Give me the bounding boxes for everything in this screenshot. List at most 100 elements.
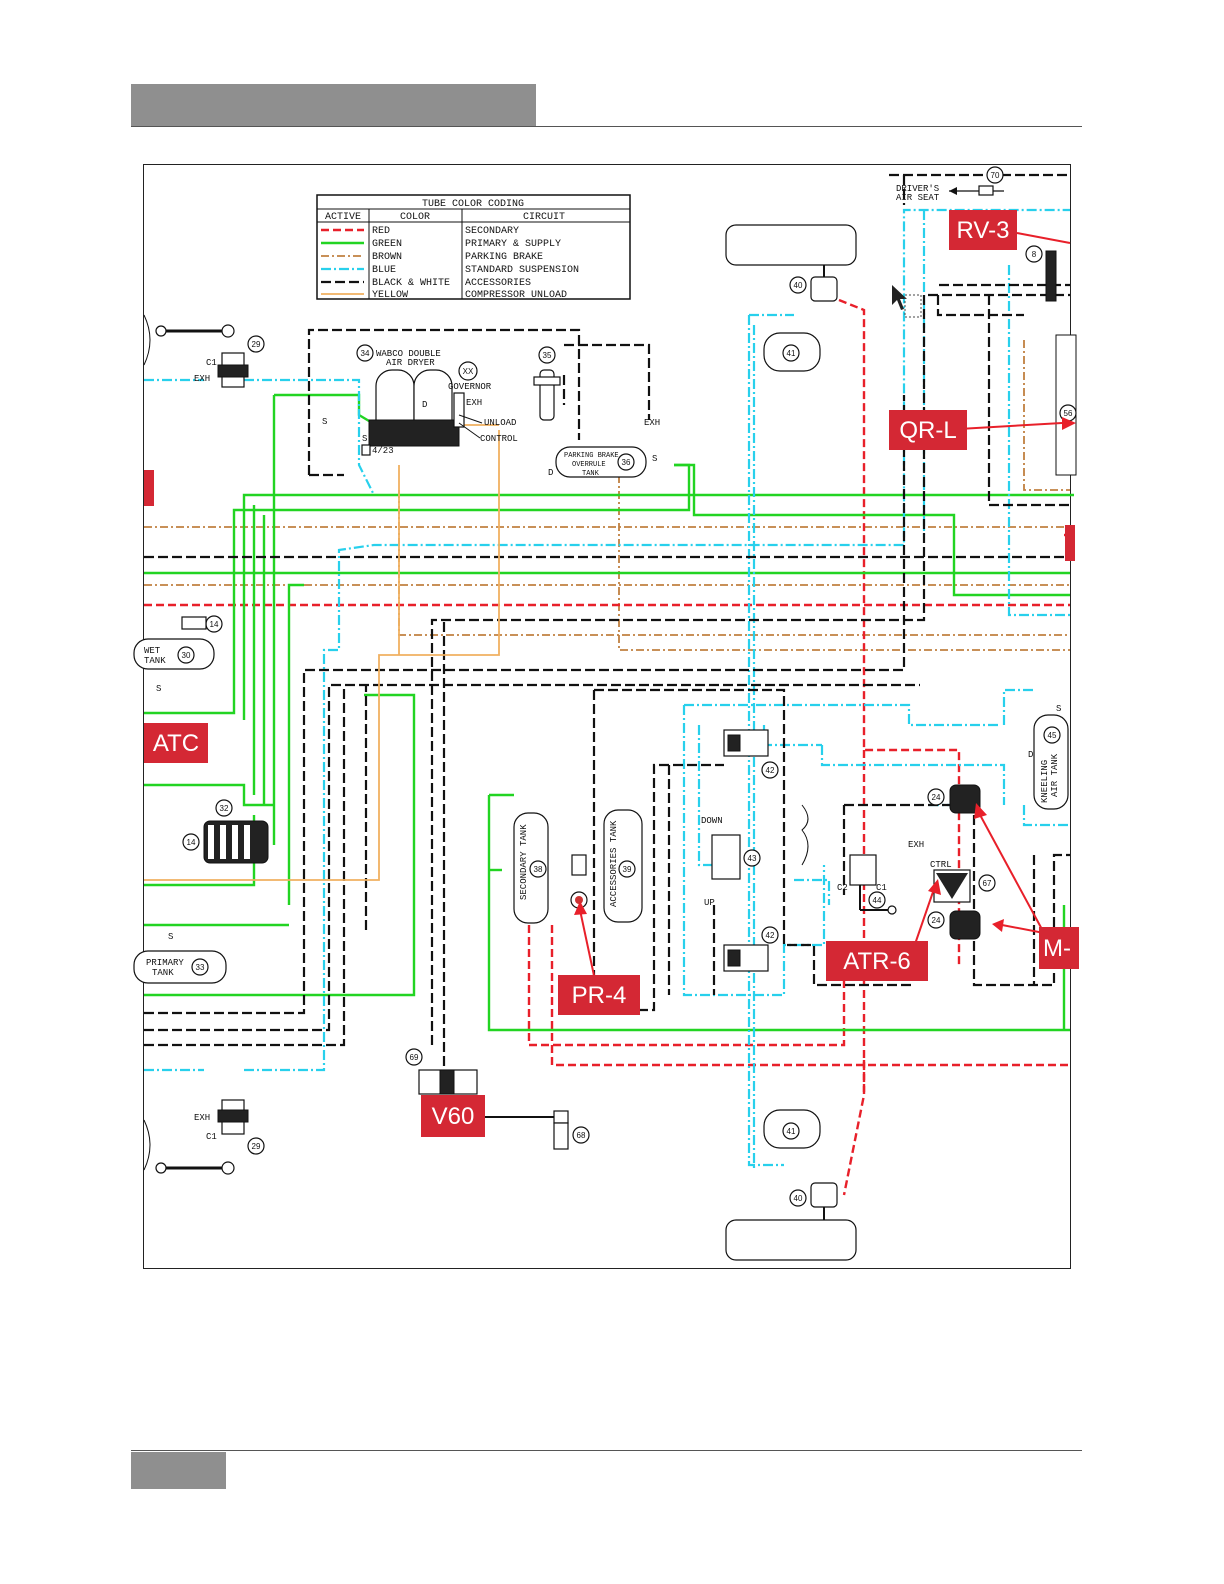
control-valve-67: CTRL EXH 67 [908, 840, 996, 903]
schematic-frame: TUBE COLOR CODING ACTIVE COLOR CIRCUIT R… [133, 164, 1079, 1269]
primary-tank-label-1: PRIMARY [146, 958, 184, 968]
ref-36: 36 [622, 458, 631, 467]
ref-43: 43 [748, 854, 757, 863]
relay-valve-24-upper: 24 [927, 784, 981, 814]
legend-circuit-green: PRIMARY & SUPPLY [465, 239, 561, 250]
governor: XX GOVERNOR EXH UNLOAD CONTROL [448, 361, 518, 444]
ref-39: 39 [623, 865, 632, 874]
green-lines [144, 393, 1074, 1032]
ref-24-lower: 24 [932, 916, 941, 925]
up-label: UP [704, 898, 715, 908]
legend-circuit-red: SECONDARY [465, 226, 519, 237]
kneeling-air-tank: 45 KNEELING AIR TANK S D [1028, 704, 1069, 810]
dryer-label-2: AIR DRYER [386, 358, 435, 368]
legend-color-green: GREEN [372, 239, 402, 250]
svg-text:C1: C1 [206, 1132, 217, 1142]
parking-tank-label-3: TANK [582, 470, 600, 478]
pr4-valve [570, 854, 588, 909]
callout-v60-label: V60 [432, 1103, 475, 1130]
ref-41-top: 41 [787, 349, 796, 358]
ref-34: 34 [361, 349, 370, 358]
callout-atr6-label: ATR-6 [843, 948, 911, 975]
svg-text:EXH: EXH [194, 1113, 210, 1123]
top-tire [725, 224, 857, 266]
ref-42-lower: 42 [766, 931, 775, 940]
ref-14-comp: 14 [187, 838, 196, 847]
callout-atc-label: ATC [153, 730, 199, 757]
callout-arrows [574, 232, 1076, 986]
bottom-tire [725, 1219, 857, 1261]
valve-69: 69 68 [405, 1048, 590, 1150]
bottom-leveling-valve [810, 1182, 838, 1208]
callout-rv3-label: RV-3 [957, 217, 1010, 244]
svg-text:EXH: EXH [194, 374, 210, 384]
kneeling-tank-label-1: KNEELING [1040, 760, 1050, 803]
ref-70-badge [986, 166, 1004, 184]
legend-circuit-black-white: ACCESSORIES [465, 278, 531, 289]
mouse-cursor-icon [892, 285, 922, 318]
header-bar [131, 84, 536, 126]
accessories-tank-label: ACCESSORIES TANK [609, 820, 619, 907]
svg-text:EXH: EXH [644, 418, 660, 428]
ref-40-bottom: 40 [794, 1194, 803, 1203]
top-wheel-assembly: 40 41 [725, 224, 857, 372]
footer-rule [131, 1450, 1082, 1451]
wabco-double-air-dryer: 34 WABCO DOUBLE AIR DRYER D S S 4/23 [322, 344, 460, 456]
bottom-wheel-assembly: 41 40 [725, 1109, 857, 1261]
ref-38: 38 [534, 865, 543, 874]
unload-label: UNLOAD [484, 418, 516, 428]
svg-text:S: S [168, 932, 173, 942]
callout-qrl-label: QR-L [899, 417, 956, 444]
right-edge-components: 8 56 [1025, 245, 1077, 476]
svg-text:D: D [422, 400, 427, 410]
dryer-label-1: WABCO DOUBLE [376, 349, 441, 359]
callout-partial-left [144, 470, 154, 506]
ref-24-upper: 24 [932, 793, 941, 802]
svg-text:D: D [548, 468, 553, 478]
kneeling-valve-lower: 42 [723, 926, 779, 972]
callout-partial-right [1065, 525, 1075, 561]
svg-text:S: S [156, 684, 161, 694]
drivers-seat-label-2: AIR SEAT [896, 193, 940, 203]
ref-67: 67 [983, 879, 992, 888]
legend-header-active: ACTIVE [325, 212, 361, 223]
wet-tank-label-2: TANK [144, 656, 166, 666]
callout-v60: V60 [421, 1095, 485, 1137]
svg-text:S: S [1056, 704, 1061, 714]
ref-35: 35 [543, 351, 552, 360]
drivers-seat-label-1: DRIVER'S [896, 184, 939, 194]
kneeling-switch: DOWN 43 UP [701, 804, 809, 908]
callout-qrl: QR-L [889, 410, 967, 450]
wet-tank: 14 WET TANK 30 S [133, 615, 223, 694]
svg-text:S: S [652, 454, 657, 464]
ctrl-label: CTRL [930, 860, 952, 870]
ref-29-bottom: 29 [252, 1142, 261, 1151]
legend-title: TUBE COLOR CODING [422, 199, 524, 210]
ref-xx: XX [463, 367, 474, 376]
air-system-schematic: TUBE COLOR CODING ACTIVE COLOR CIRCUIT R… [133, 166, 1079, 1261]
svg-text:C1: C1 [206, 358, 217, 368]
ref-40-top: 40 [794, 281, 803, 290]
parking-brake-overrule-tank: PARKING BRAKE OVERRULE TANK 36 D S [548, 446, 657, 478]
callout-pr4-label: PR-4 [572, 982, 627, 1009]
footer-page-box [131, 1452, 226, 1489]
legend-header-circuit: CIRCUIT [523, 212, 565, 223]
primary-tank-label-2: TANK [152, 968, 174, 978]
legend-color-brown: BROWN [372, 252, 402, 263]
legend-color-black-white: BLACK & WHITE [372, 278, 450, 289]
ref-33: 33 [196, 963, 205, 972]
secondary-tank: SECONDARY TANK 38 [513, 812, 549, 924]
ref-45: 45 [1048, 731, 1057, 740]
ref-70: 70 [991, 171, 1000, 180]
callout-atr6: ATR-6 [826, 941, 928, 981]
blue-lines [144, 208, 1070, 1170]
legend-color-blue: BLUE [372, 265, 396, 276]
ref-44: 44 [873, 896, 882, 905]
callout-m: M- [1039, 927, 1079, 969]
callout-pr4: PR-4 [558, 975, 640, 1015]
svg-text:4/23: 4/23 [372, 446, 394, 456]
svg-text:C1: C1 [876, 883, 887, 893]
callout-rv3: RV-3 [949, 210, 1017, 250]
top-leveling-valve [810, 276, 838, 302]
legend-circuit-yellow: COMPRESSOR UNLOAD [465, 290, 567, 301]
